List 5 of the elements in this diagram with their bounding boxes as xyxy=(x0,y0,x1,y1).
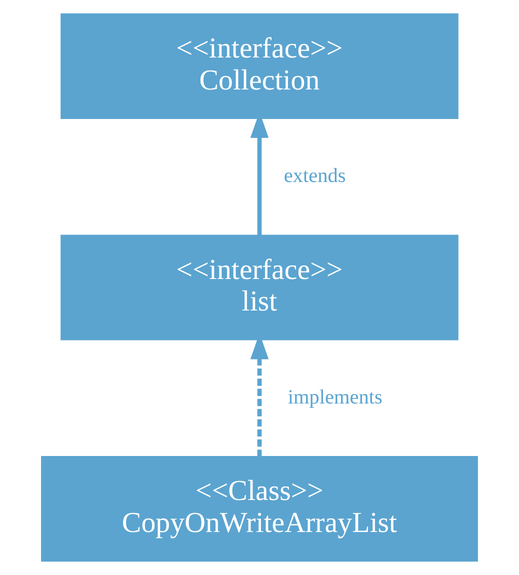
node-box: <<interface>> Collection xyxy=(60,13,458,119)
node-box: <<interface>> list xyxy=(60,234,458,340)
edge-label: extends xyxy=(284,165,346,188)
edge-label: implements xyxy=(288,386,382,409)
node-box: <<Class>> CopyOnWriteArrayList xyxy=(41,456,478,562)
